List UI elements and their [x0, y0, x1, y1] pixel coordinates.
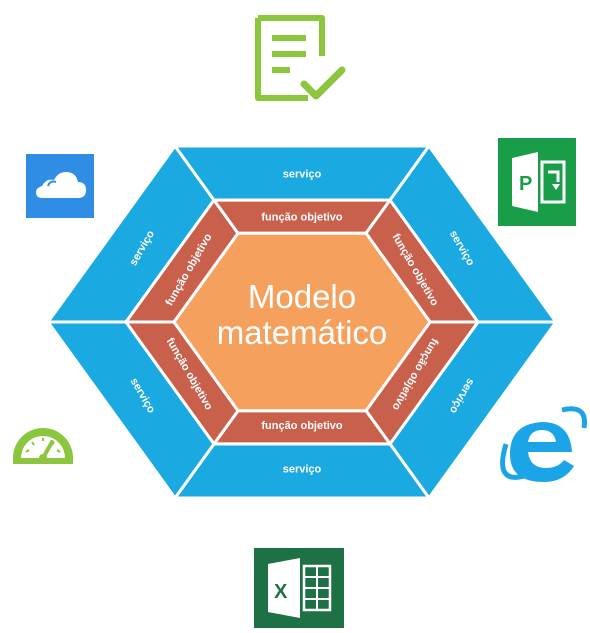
project-icon: P: [498, 138, 576, 226]
cloud-icon: [26, 154, 94, 218]
svg-text:X: X: [274, 581, 288, 603]
speedometer-icon: [8, 420, 78, 468]
center-title-line-2: matemático: [217, 314, 388, 351]
objective-label-bottom: função objetivo: [261, 420, 343, 432]
outer-ring: serviçoserviçoserviçoserviçoserviçoservi…: [46, 144, 558, 500]
center-title-line-1: Modelo: [248, 278, 356, 315]
service-label-top: serviço: [283, 168, 322, 180]
svg-text:P: P: [519, 173, 532, 195]
objective-label-top: função objetivo: [261, 212, 343, 224]
center-hexagon-fill: [172, 231, 432, 413]
internet-explorer-icon: [498, 400, 590, 492]
excel-icon: X: [254, 548, 344, 628]
document-check-icon: [252, 12, 346, 104]
service-label-bottom: serviço: [283, 463, 322, 475]
